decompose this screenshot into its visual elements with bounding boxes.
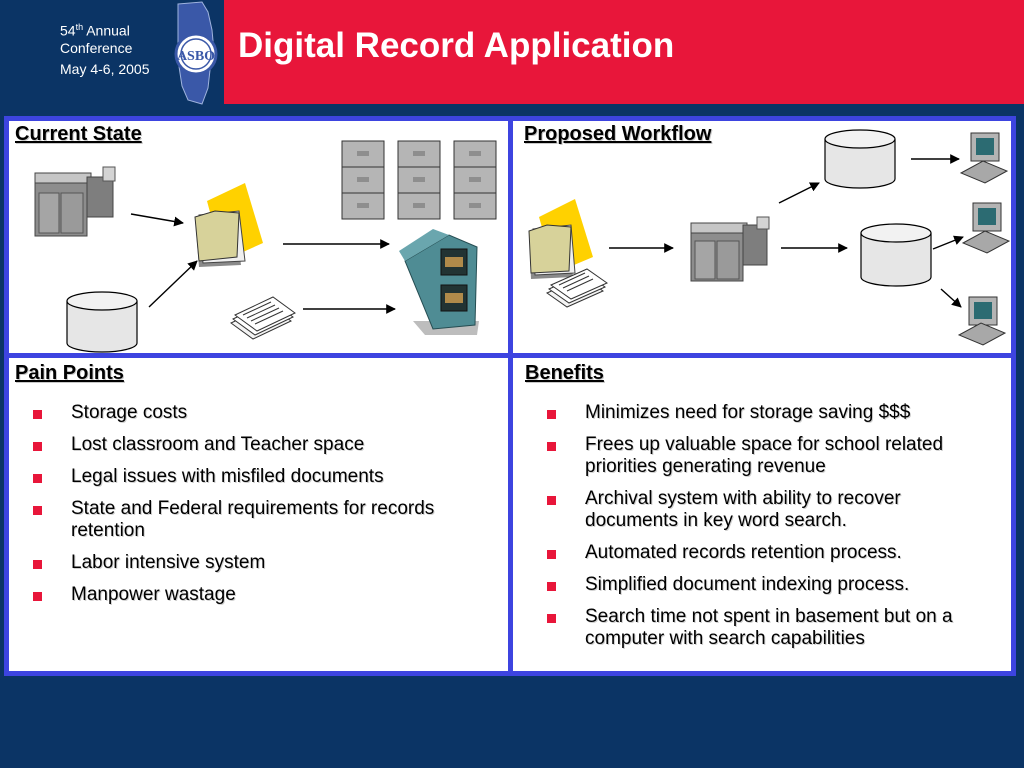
list-item: Manpower wastage bbox=[33, 584, 503, 606]
arrow-icon bbox=[609, 154, 964, 308]
list-item: Archival system with ability to recover … bbox=[547, 488, 967, 532]
bullet-icon bbox=[547, 550, 556, 559]
bullet-icon bbox=[547, 496, 556, 505]
list-item: Frees up valuable space for school relat… bbox=[547, 434, 967, 478]
database-cylinder-icon bbox=[66, 291, 138, 353]
content-grid: Current State bbox=[4, 116, 1016, 676]
proposed-workflow-heading: Proposed Workflow bbox=[524, 123, 712, 145]
panel-current-state: Current State bbox=[9, 121, 508, 353]
list-item: Minimizes need for storage saving $$$ bbox=[547, 402, 967, 424]
bullet-icon bbox=[547, 614, 556, 623]
asbo-logo-icon: ASBO bbox=[174, 1, 218, 105]
title-banner: Digital Record Application bbox=[224, 0, 1024, 104]
bullet-icon bbox=[33, 442, 42, 451]
copier-icon bbox=[690, 216, 770, 282]
list-item: Automated records retention process. bbox=[547, 542, 967, 564]
current-state-heading: Current State bbox=[15, 123, 142, 145]
list-item: Search time not spent in basement but on… bbox=[547, 606, 967, 650]
list-item: Lost classroom and Teacher space bbox=[33, 434, 503, 456]
arrow-icon bbox=[130, 213, 396, 314]
page-title: Digital Record Application bbox=[238, 26, 675, 65]
storage-box-icon bbox=[341, 140, 497, 220]
paper-stack-icon bbox=[545, 268, 609, 308]
bullet-icon bbox=[33, 560, 42, 569]
database-cylinder-icon bbox=[824, 129, 896, 189]
computer-icon bbox=[957, 296, 1007, 346]
folder-icon bbox=[194, 183, 263, 267]
database-cylinder-icon bbox=[860, 223, 932, 287]
computer-icon bbox=[959, 132, 1009, 184]
bullet-icon bbox=[33, 506, 42, 515]
bullet-icon bbox=[547, 410, 556, 419]
logo-lettering: ASBO bbox=[177, 49, 215, 64]
list-item: Simplified document indexing process. bbox=[547, 574, 967, 596]
panel-pain-points: Pain Points Storage costs Lost classroom… bbox=[9, 358, 508, 671]
bullet-icon bbox=[33, 410, 42, 419]
bullet-icon bbox=[33, 592, 42, 601]
benefits-heading: Benefits bbox=[525, 362, 604, 384]
paper-stack-icon bbox=[230, 296, 296, 340]
copier-icon bbox=[34, 166, 116, 237]
folder-icon bbox=[528, 199, 593, 279]
list-item: State and Federal requirements for recor… bbox=[33, 498, 451, 542]
bullet-icon bbox=[547, 582, 556, 591]
conference-line-2: Conference bbox=[60, 40, 133, 56]
pain-points-heading: Pain Points bbox=[15, 362, 124, 384]
file-cabinet-icon bbox=[399, 229, 479, 335]
list-item: Labor intensive system bbox=[33, 552, 503, 574]
computer-icon bbox=[961, 202, 1011, 254]
bullet-icon bbox=[33, 474, 42, 483]
conference-line-3: May 4-6, 2005 bbox=[60, 61, 150, 77]
pain-points-list: Storage costs Lost classroom and Teacher… bbox=[33, 402, 503, 616]
panel-benefits: Benefits Minimizes need for storage savi… bbox=[513, 358, 1011, 671]
list-item: Legal issues with misfiled documents bbox=[33, 466, 503, 488]
conference-line-1: 54th Annual bbox=[60, 22, 130, 39]
proposed-workflow-diagram bbox=[528, 129, 1011, 346]
current-state-diagram bbox=[34, 140, 497, 353]
panel-proposed-workflow: Proposed Workflow bbox=[513, 121, 1011, 353]
bullet-icon bbox=[547, 442, 556, 451]
list-item: Storage costs bbox=[33, 402, 503, 424]
conference-info: 54th Annual Conference May 4-6, 2005 bbox=[0, 0, 168, 108]
benefits-list: Minimizes need for storage saving $$$ Fr… bbox=[547, 402, 967, 660]
